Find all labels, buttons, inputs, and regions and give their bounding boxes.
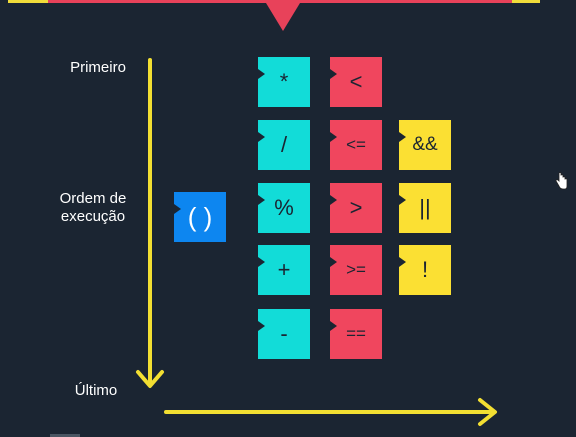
operator-greater-than: >	[330, 183, 382, 233]
operator-greater-than-label: >	[349, 195, 363, 220]
operator-multiply-label: *	[279, 69, 289, 94]
bottom-left-mark	[50, 434, 80, 437]
operator-not: !	[399, 245, 451, 295]
operator-parentheses-label: ( )	[187, 201, 213, 232]
label-first: Primeiro	[70, 59, 126, 76]
arrow-down-icon	[136, 58, 164, 388]
operator-minus: -	[258, 309, 310, 359]
hand-cursor-icon	[555, 172, 568, 190]
operator-and-label: &&	[412, 134, 438, 155]
operator-less-equal: <=	[330, 120, 382, 170]
operator-modulo-label: %	[274, 195, 294, 220]
operator-multiply: *	[258, 57, 310, 107]
operator-greater-equal: >=	[330, 245, 382, 295]
operator-plus: +	[258, 245, 310, 295]
operator-greater-equal-label: >=	[346, 260, 366, 279]
operator-parentheses: ( )	[174, 192, 226, 242]
label-order-line2: execução	[60, 208, 126, 225]
top-bar	[48, 0, 512, 3]
triangle-marker-icon	[266, 3, 300, 31]
arrow-right-icon	[164, 398, 497, 426]
operator-or: ||	[399, 183, 451, 233]
operator-or-label: ||	[419, 195, 431, 220]
operator-less-equal-label: <=	[346, 135, 366, 154]
operator-divide: /	[258, 120, 310, 170]
label-order-line1: Ordem de	[59, 190, 127, 207]
top-bar-accent-left	[8, 0, 48, 3]
top-bar-accent-right	[512, 0, 540, 3]
operator-equal: ==	[330, 309, 382, 359]
operator-modulo: %	[258, 183, 310, 233]
label-last: Último	[74, 382, 118, 399]
operator-less-than-label: <	[349, 69, 363, 94]
operator-less-than: <	[330, 57, 382, 107]
operator-not-label: !	[421, 257, 429, 282]
operator-and: &&	[399, 120, 451, 170]
operator-plus-label: +	[277, 257, 291, 282]
operator-divide-label: /	[280, 132, 288, 157]
operator-minus-label: -	[280, 321, 288, 346]
operator-equal-label: ==	[346, 324, 366, 343]
